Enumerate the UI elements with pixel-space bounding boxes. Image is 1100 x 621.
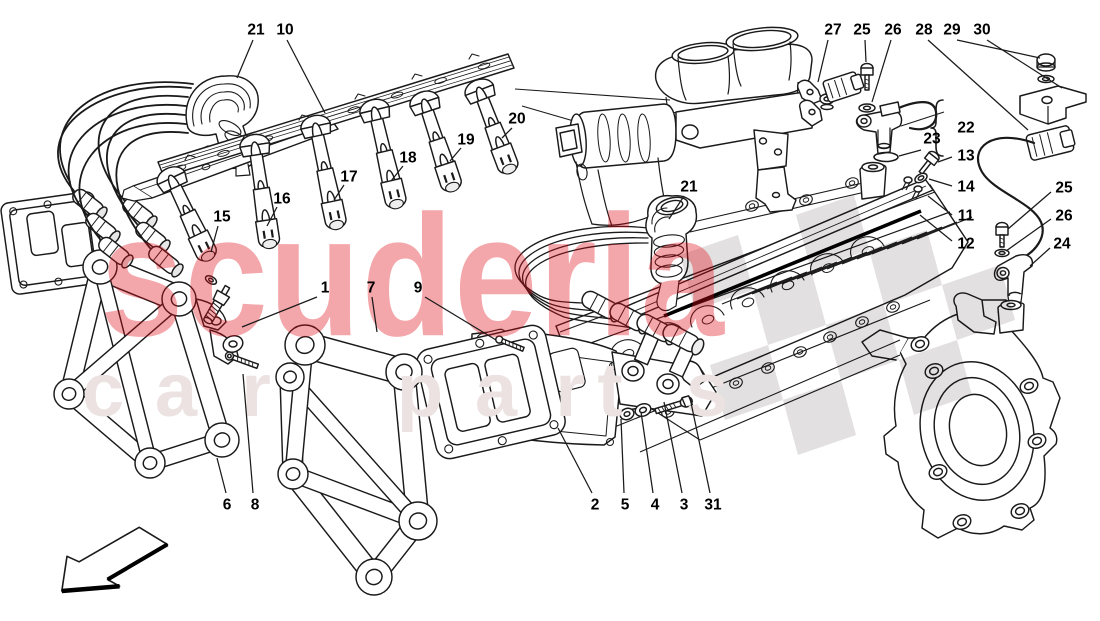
svg-text:12: 12 (957, 236, 974, 253)
svg-text:7: 7 (367, 280, 376, 297)
svg-text:27: 27 (824, 22, 841, 39)
svg-text:10: 10 (276, 22, 293, 39)
svg-text:15: 15 (213, 209, 231, 226)
svg-text:scuderia: scuderia (100, 180, 725, 372)
svg-text:25: 25 (1055, 180, 1073, 197)
svg-text:16: 16 (273, 191, 291, 208)
svg-text:4: 4 (651, 497, 660, 514)
svg-text:17: 17 (340, 169, 357, 186)
svg-text:s: s (686, 348, 728, 433)
svg-text:26: 26 (1055, 208, 1073, 225)
svg-text:2: 2 (591, 497, 600, 514)
svg-text:13: 13 (957, 148, 975, 165)
svg-text:r: r (555, 348, 585, 433)
svg-text:23: 23 (923, 131, 941, 148)
svg-text:r: r (241, 348, 271, 433)
svg-text:21: 21 (680, 179, 698, 196)
svg-text:29: 29 (943, 22, 961, 39)
svg-text:c: c (82, 348, 124, 433)
svg-text:p: p (397, 348, 443, 433)
svg-text:3: 3 (680, 497, 689, 514)
svg-text:31: 31 (704, 497, 722, 514)
svg-text:18: 18 (399, 150, 417, 167)
svg-text:25: 25 (853, 22, 871, 39)
svg-text:6: 6 (223, 497, 232, 514)
svg-text:22: 22 (957, 120, 974, 137)
svg-text:14: 14 (957, 179, 975, 196)
svg-text:t: t (597, 348, 622, 433)
svg-text:26: 26 (884, 22, 902, 39)
svg-text:1: 1 (321, 280, 330, 297)
svg-text:11: 11 (958, 208, 975, 225)
svg-text:20: 20 (508, 111, 525, 128)
svg-text:30: 30 (973, 22, 990, 39)
svg-text:a: a (475, 348, 518, 433)
svg-text:a: a (155, 348, 198, 433)
svg-text:9: 9 (414, 280, 423, 297)
svg-text:28: 28 (915, 22, 933, 39)
svg-text:24: 24 (1053, 236, 1071, 253)
svg-text:21: 21 (247, 22, 265, 39)
svg-text:5: 5 (621, 497, 630, 514)
svg-text:8: 8 (251, 497, 260, 514)
svg-text:19: 19 (457, 132, 475, 149)
